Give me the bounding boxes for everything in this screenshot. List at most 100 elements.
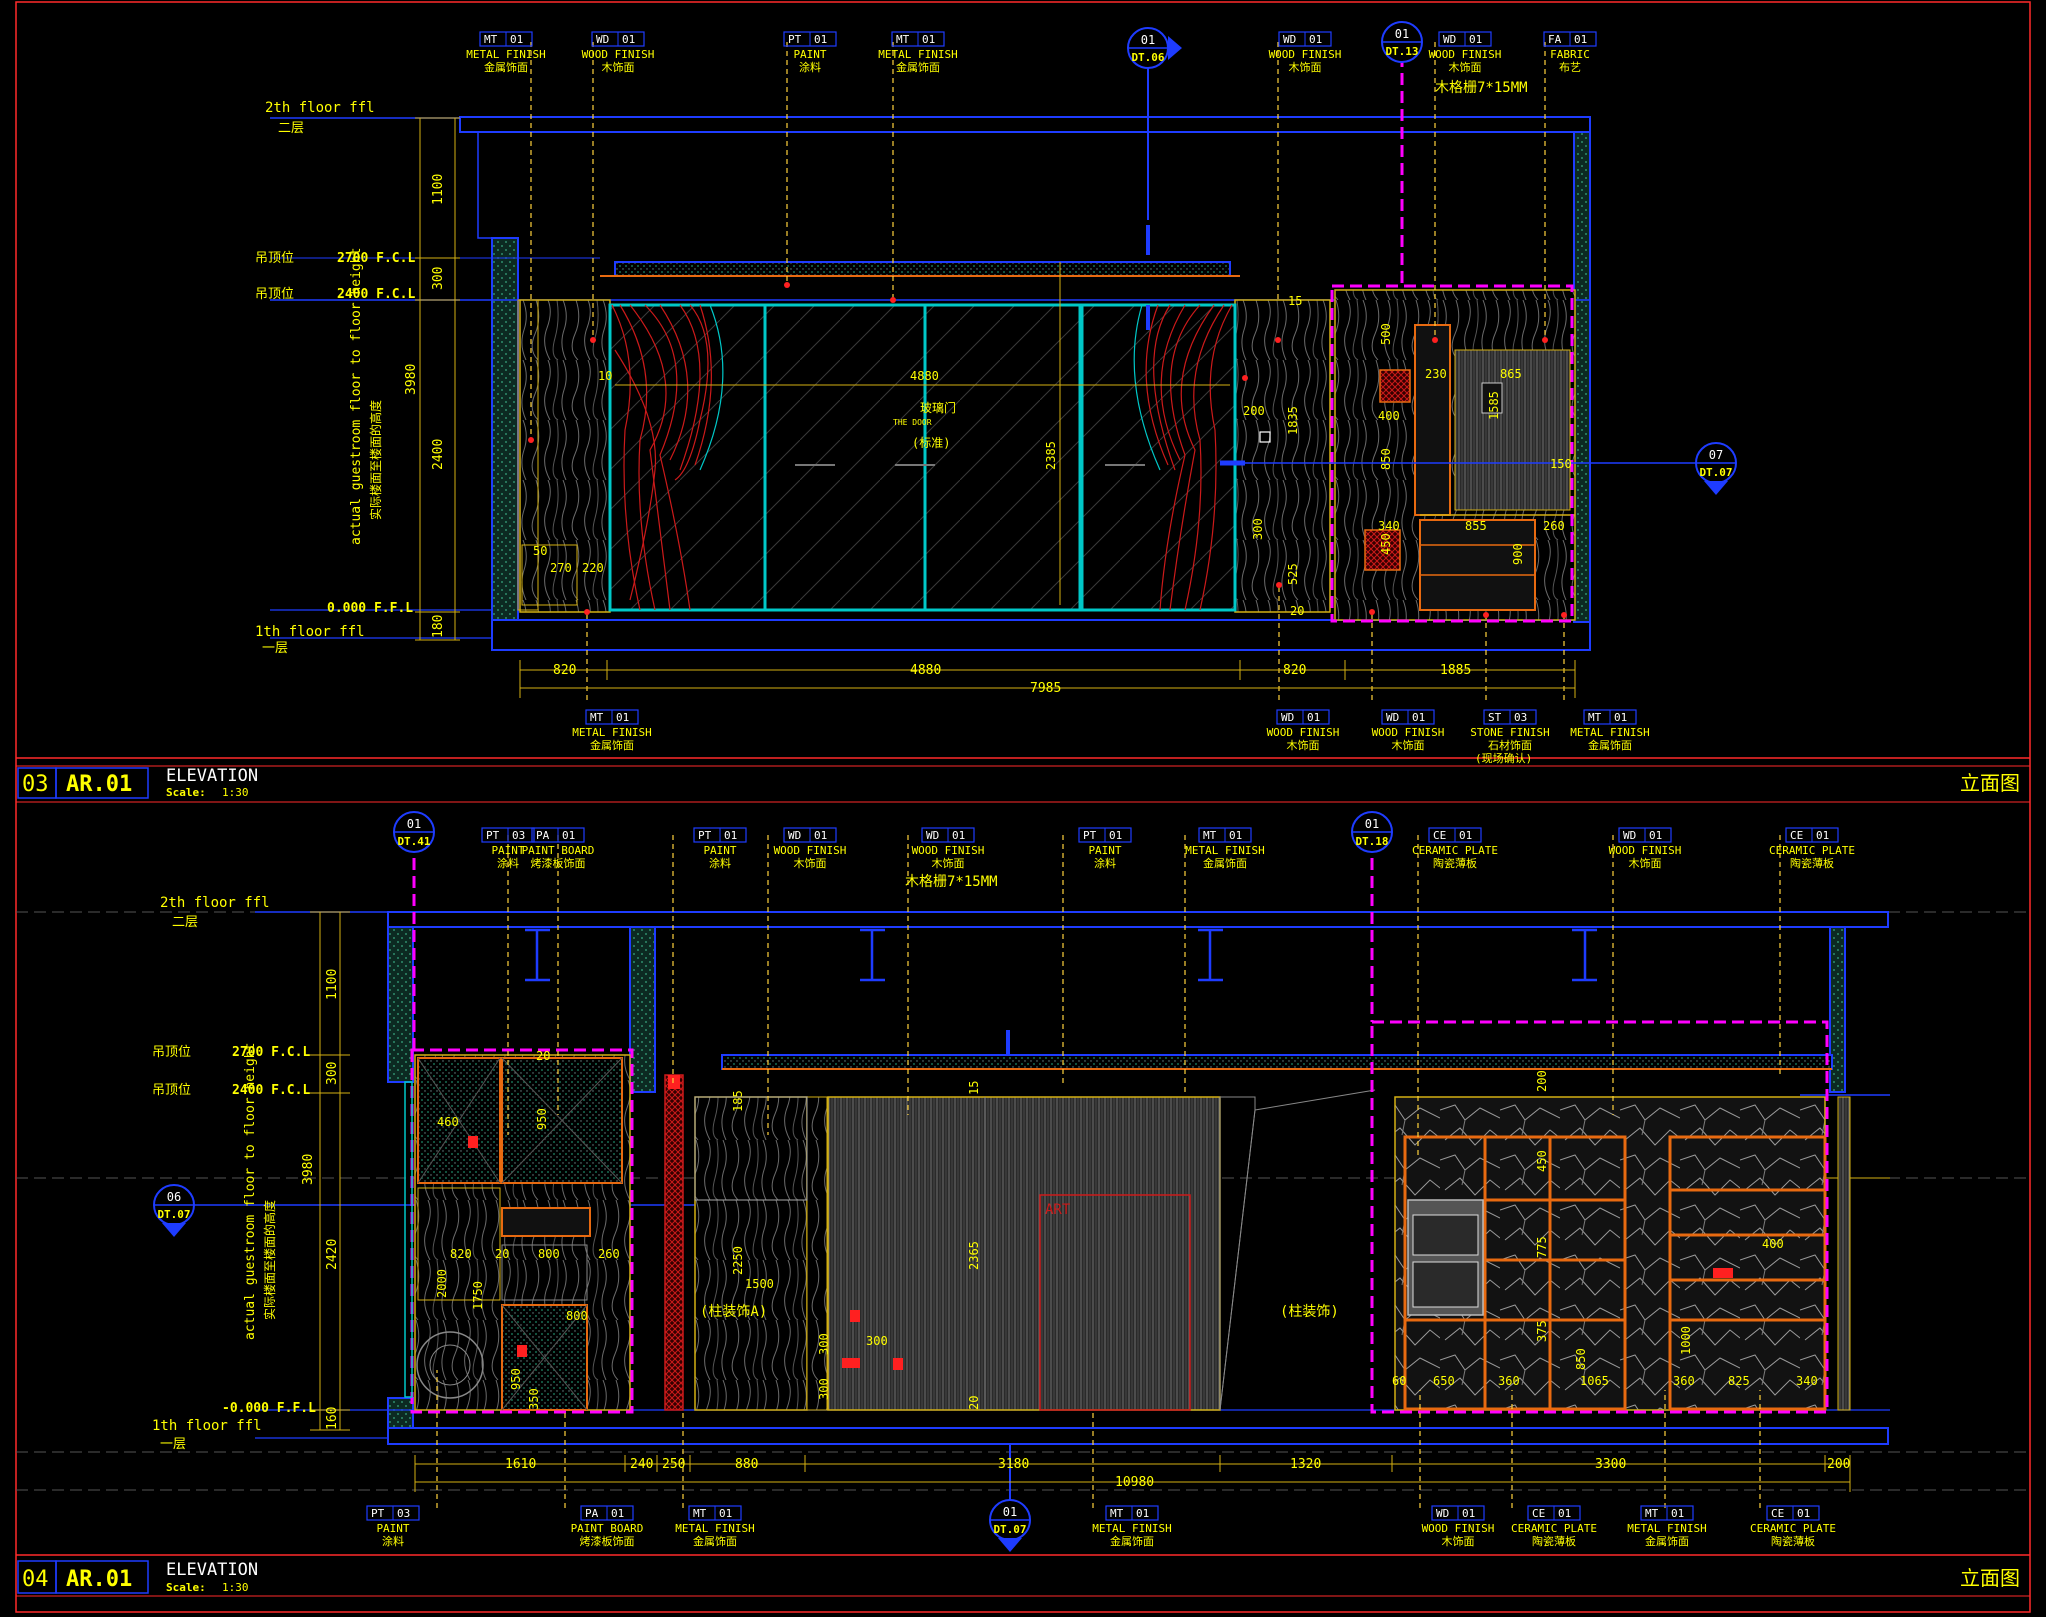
e4-d1065: 1065 (1580, 1374, 1609, 1388)
tag-code: CE (1433, 829, 1446, 842)
tag-cn: 木饰面 (1629, 856, 1662, 870)
marker-ref: DT.07 (993, 1523, 1026, 1536)
e4-d350: 350 (527, 1388, 541, 1410)
e4-d20a: 20 (536, 1049, 550, 1063)
marker-num: 01 (1003, 1505, 1017, 1519)
tag-en: METAL FINISH (675, 1522, 754, 1535)
misc-d900: 900 (1511, 543, 1525, 565)
e4-d1750: 1750 (471, 1281, 485, 1310)
e4-d340: 340 (1796, 1374, 1818, 1388)
misc-d525: 525 (1286, 563, 1300, 585)
e4-d460: 460 (437, 1115, 459, 1129)
art-label: ART (1045, 1202, 1071, 1218)
elev03-scale-label: Scale: (166, 786, 206, 799)
tag-en: WOOD FINISH (1422, 1522, 1495, 1535)
elevation-03 (270, 42, 1700, 700)
elev03-title: ELEVATION (166, 766, 258, 786)
total-dim: 10980 (1115, 1475, 1154, 1490)
tag-code: MT (1110, 1507, 1124, 1520)
tag-code: CE (1771, 1507, 1784, 1520)
inner-4880: 4880 (910, 369, 939, 383)
tag-num: 03 (1514, 711, 1527, 724)
tag-num: 01 (719, 1507, 732, 1520)
elevation-04 (16, 835, 2030, 1508)
tag-code: CE (1532, 1507, 1545, 1520)
e4-d300c: 300 (817, 1378, 831, 1400)
misc-d150: 150 (1550, 457, 1572, 471)
tag-code: PT (788, 33, 802, 46)
tag-num: 01 (1574, 33, 1587, 46)
dim-1885: 1885 (1440, 663, 1471, 678)
level-2f-cn: 二层 (278, 121, 304, 136)
tag-en: CERAMIC PLATE (1750, 1522, 1836, 1535)
tag-cn: 金属饰面 (1588, 738, 1632, 752)
tag-code: MT (484, 33, 498, 46)
tag-cn: 木饰面 (932, 856, 965, 870)
misc-d220: 220 (582, 561, 604, 575)
tag-cn: 布艺 (1559, 61, 1581, 74)
tag-num: 01 (1816, 829, 1829, 842)
misc-d230: 230 (1425, 367, 1447, 381)
e4-d2000: 2000 (435, 1269, 449, 1298)
wd-note-03: 木格栅7*15MM (1435, 80, 1528, 96)
tag-en: WOOD FINISH (582, 48, 655, 61)
e4-d260: 260 (598, 1247, 620, 1261)
tag-code: WD (596, 33, 609, 46)
center-text3: (标准) (912, 436, 950, 450)
e4-d950b: 950 (509, 1368, 523, 1390)
tag-num: 01 (1649, 829, 1662, 842)
elev04-number: 04 (22, 1567, 49, 1592)
tag-num: 01 (562, 829, 575, 842)
misc-d1835: 1835 (1286, 406, 1300, 435)
l04-ffl-0000: -0.000 F.F.L (222, 1401, 316, 1416)
dim-180: 180 (431, 615, 446, 638)
misc-d15: 15 (1288, 294, 1302, 308)
e4-d2250: 2250 (731, 1246, 745, 1275)
misc-d855: 855 (1465, 519, 1487, 533)
tag-en: PAINT BOARD (522, 844, 595, 857)
bottom-dim-2: 250 (662, 1457, 685, 1472)
marker-ref: DT.07 (1699, 466, 1732, 479)
tag-code: PT (371, 1507, 385, 1520)
tag-en: WOOD FINISH (1267, 726, 1340, 739)
tag-en: METAL FINISH (1627, 1522, 1706, 1535)
tag-code: PT (1083, 829, 1097, 842)
misc-d50: 50 (533, 544, 547, 558)
e4-d185: 185 (731, 1090, 745, 1112)
zone-a: (柱装饰A) (700, 1304, 767, 1320)
tag-cn: 金属饰面 (1110, 1534, 1154, 1548)
tag-code: WD (788, 829, 801, 842)
height-note: actual guestroom floor to floor height (349, 248, 364, 545)
tag-cn: 金属饰面 (1645, 1534, 1689, 1548)
dim-4880: 4880 (910, 663, 941, 678)
tag-code: WD (1281, 711, 1294, 724)
l04-dim-1100: 1100 (325, 969, 340, 1000)
tag-code: WD (1443, 33, 1456, 46)
dim-300: 300 (431, 267, 446, 290)
tag-en: FABRIC (1550, 48, 1590, 61)
tag-cn: 金属饰面 (693, 1534, 737, 1548)
e4-d2365: 2365 (967, 1241, 981, 1270)
bottom-dim-0: 1610 (505, 1457, 536, 1472)
e4-d820: 820 (450, 1247, 472, 1261)
e4-d200: 200 (1535, 1070, 1549, 1092)
height-note-cn: 实际楼面至楼面的高度 (368, 400, 383, 520)
tag-en: METAL FINISH (572, 726, 651, 739)
l04-level-2f-cn: 二层 (172, 915, 198, 930)
